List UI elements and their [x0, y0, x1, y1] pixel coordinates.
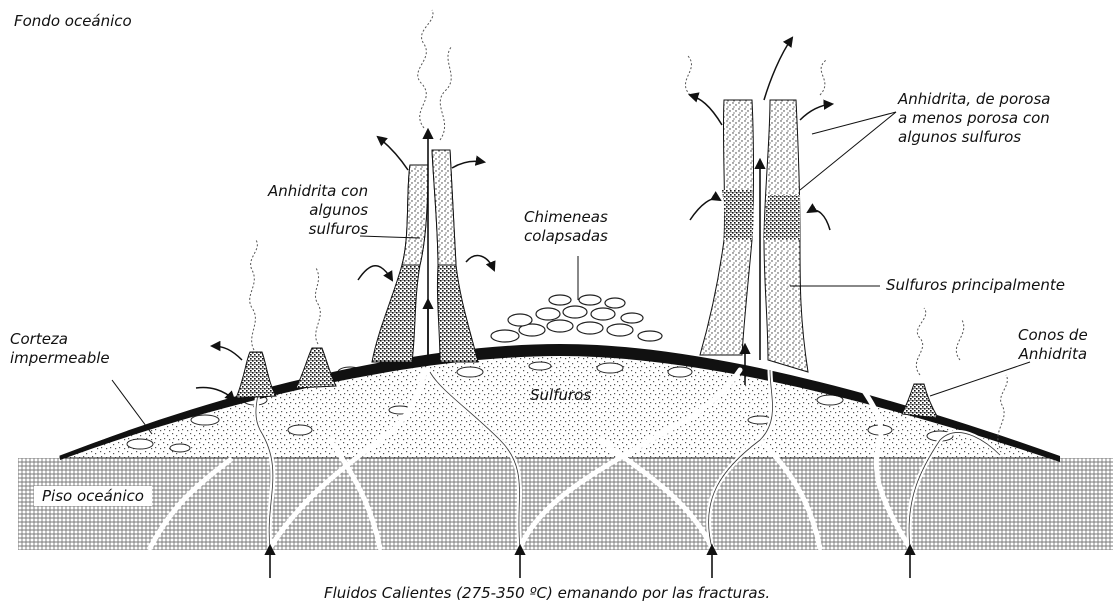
- label-sulfides: Sulfuros: [530, 386, 591, 405]
- label-sea-floor: Piso oceánico: [34, 486, 152, 506]
- collapsed-chimney-rubble: [491, 295, 662, 342]
- right-chimney: [700, 100, 808, 385]
- label-ocean-floor-top: Fondo oceánico: [14, 12, 132, 31]
- label-anhydrite-porous: Anhidrita, de porosa a menos porosa con …: [898, 90, 1050, 147]
- label-impermeable-crust: Corteza impermeable: [10, 330, 110, 368]
- label-mainly-sulfides: Sulfuros principalmente: [886, 276, 1065, 295]
- label-anhydrite-cones: Conos de Anhidrita: [1018, 326, 1088, 364]
- left-chimney: [372, 130, 478, 362]
- input-fluid-arrows: [270, 546, 910, 578]
- label-hot-fluids-caption: Fluidos Calientes (275-350 ºC) emanando …: [324, 584, 770, 603]
- label-anhydrite-some-sulfides: Anhidrita con algunos sulfuros: [268, 182, 368, 239]
- label-collapsed-chimneys: Chimeneas colapsadas: [524, 208, 608, 246]
